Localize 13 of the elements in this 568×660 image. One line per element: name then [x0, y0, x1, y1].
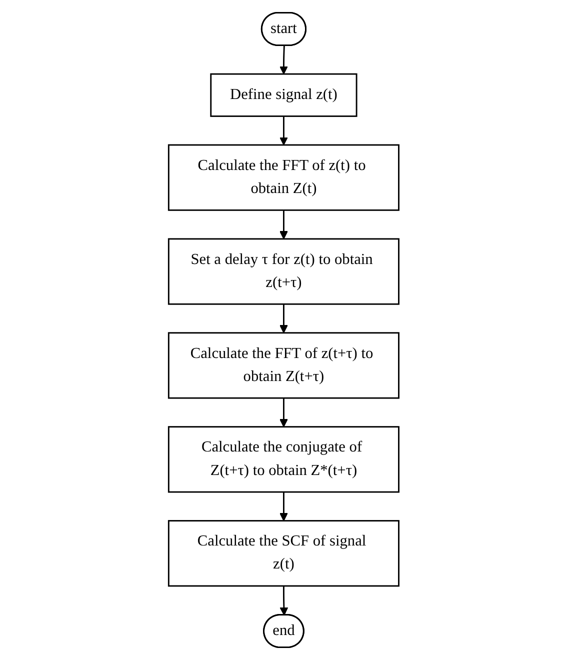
- arrow: [280, 116, 288, 146]
- arrow: [280, 398, 288, 428]
- node-box: Calculate the SCF of signal z(t): [168, 520, 400, 587]
- node-box: Calculate the conjugate of Z(t+τ) to obtain Z*(t+τ): [168, 426, 400, 493]
- arrow: [280, 210, 288, 240]
- node-box: Calculate the FFT of z(t+τ) to obtain Z(t+τ): [168, 332, 400, 399]
- node-box: Define signal z(t): [210, 73, 358, 117]
- arrow: [280, 304, 288, 334]
- arrow: [280, 46, 288, 74]
- arrow: [280, 586, 288, 616]
- arrow: [280, 492, 288, 522]
- node-box: Set a delay τ for z(t) to obtain z(t+τ): [168, 238, 400, 305]
- node-box: Calculate the FFT of z(t) to obtain Z(t): [168, 144, 400, 211]
